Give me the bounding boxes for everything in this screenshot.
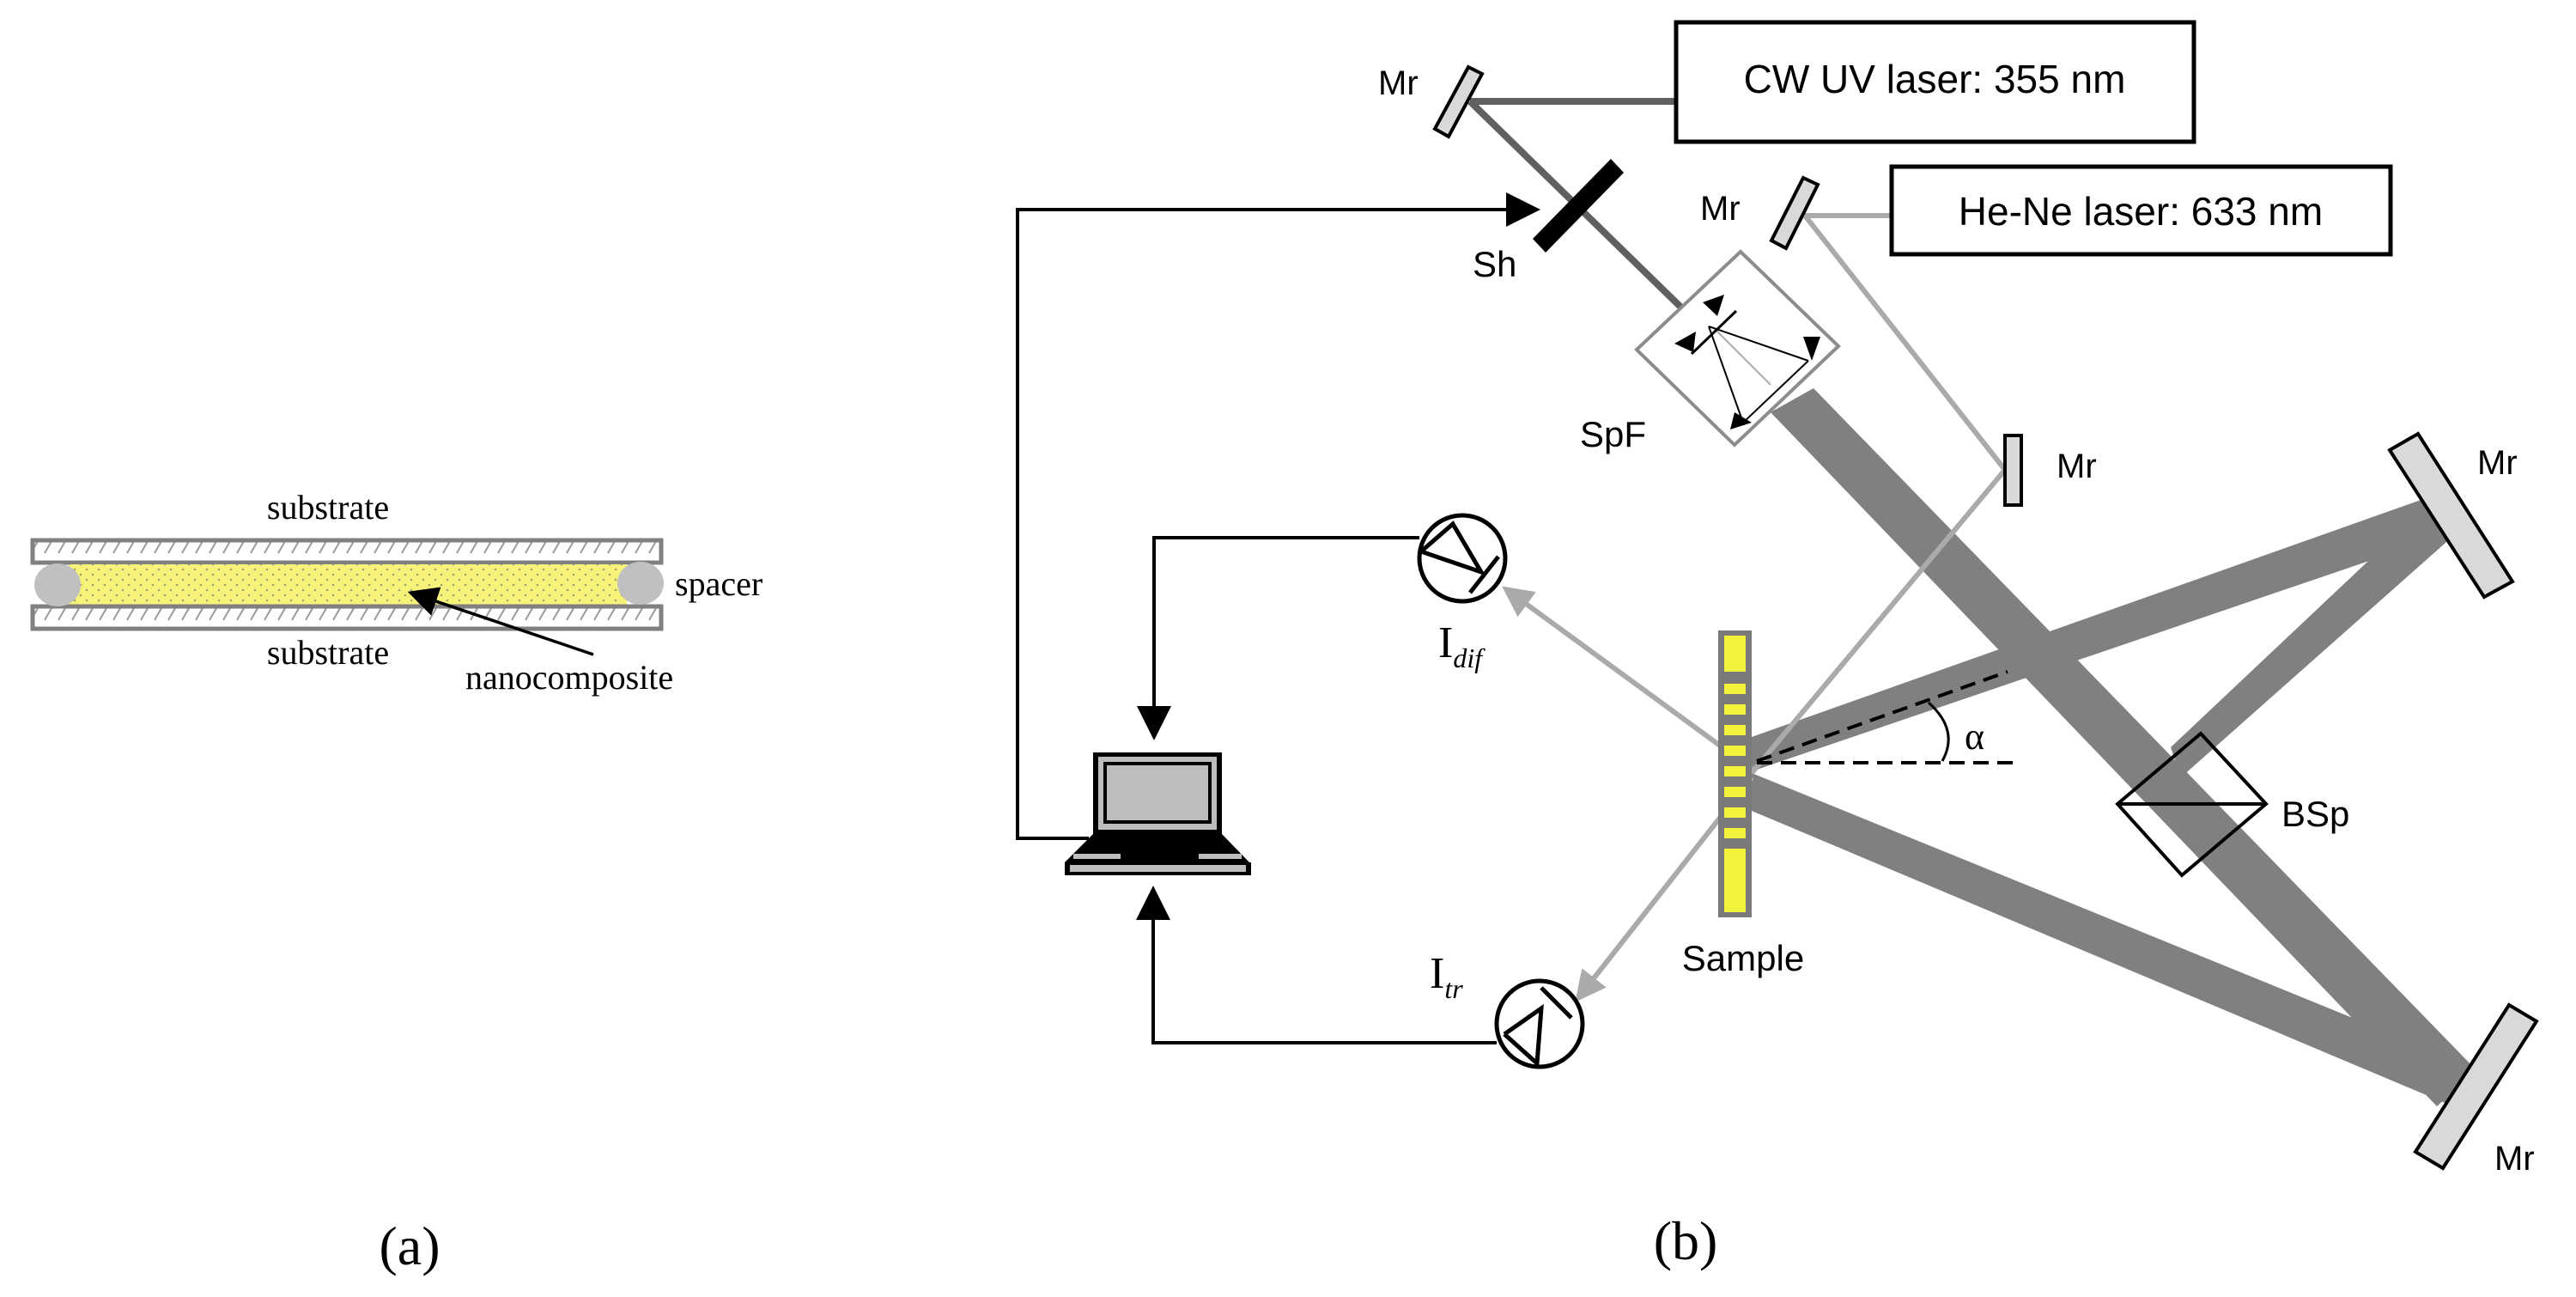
sample-grating-cell — [1724, 766, 1746, 776]
sample-grating-cell — [1724, 684, 1746, 694]
panel-b-optical-setup: CW UV laser: 355 nm He-Ne laser: 633 nm … — [1016, 20, 2539, 1271]
probe-beam-diffracted — [1502, 586, 1753, 771]
mirrors — [1432, 64, 2539, 1171]
laptop-computer-icon — [1065, 752, 1251, 875]
mirror-upper-right — [2387, 431, 2515, 600]
probe-beam-mirror-to-sample — [1749, 468, 2008, 775]
mirror-lower-right — [2413, 1002, 2539, 1171]
shutter — [1533, 159, 1624, 253]
sample-grating-cell — [1724, 725, 1746, 735]
label-spacer: spacer — [675, 564, 762, 603]
hene-laser: He-Ne laser: 633 nm — [1889, 164, 2393, 257]
spacer-right — [617, 562, 664, 605]
sample-grating-cell — [1724, 807, 1746, 818]
wire-detector-tr-to-laptop — [1136, 886, 1497, 1044]
sample-grating-cell — [1724, 746, 1746, 756]
label-detector-transmitted: Itr — [1430, 949, 1463, 1004]
caption-a: (a) — [379, 1215, 440, 1276]
label-substrate-bottom: substrate — [267, 633, 389, 672]
label-mirror-lower-right: Mr — [2494, 1140, 2535, 1178]
detector-transmitted — [1494, 978, 1585, 1069]
label-mirror-probe-1: Mr — [1700, 190, 1741, 228]
panel-a-cell-diagram: substrate substrate spacer nanocomposite… — [30, 488, 762, 1276]
sample-grating-cell — [1724, 828, 1746, 838]
uv-laser: CW UV laser: 355 nm — [1674, 20, 2196, 144]
sample-grating-cell — [1724, 849, 1746, 859]
spatial-filter — [1634, 249, 1841, 448]
sample-grating-cell — [1724, 787, 1746, 797]
label-beam-splitter: BSp — [2281, 794, 2349, 834]
sample-grating-cell — [1724, 636, 1746, 672]
hene-laser-label: He-Ne laser: 633 nm — [1959, 189, 2323, 234]
substrate-bottom — [30, 604, 664, 631]
mirror-probe-2 — [2003, 434, 2023, 507]
pump-beam-lower-mirror-to-sample — [1752, 773, 2464, 1105]
sample-grating-cell — [1724, 704, 1746, 715]
label-detector-diffracted: Idif — [1438, 618, 1485, 673]
mirror-uv — [1432, 64, 1485, 139]
wire-laptop-to-shutter — [1016, 192, 1540, 840]
label-mirror-uv: Mr — [1378, 64, 1419, 102]
pump-beam-bsp-to-upper-mirror — [2171, 493, 2461, 777]
label-sample: Sample — [1682, 938, 1804, 978]
label-nanocomposite: nanocomposite — [465, 658, 673, 697]
angle-beam-line — [1756, 670, 2008, 763]
nanocomposite-layer — [69, 564, 627, 606]
probe-beam-mirror-to-mirror — [1802, 214, 2008, 472]
angle-arc — [1928, 701, 1950, 762]
label-mirror-probe-2: Mr — [2057, 448, 2097, 485]
uv-laser-label: CW UV laser: 355 nm — [1744, 57, 2126, 101]
pump-beams — [1752, 388, 2476, 1106]
label-spatial-filter: SpF — [1580, 414, 1646, 454]
nanocomposite-pointer-arrow — [407, 587, 594, 656]
wire-detector-dif-to-laptop — [1137, 536, 1419, 740]
mirror-probe-1 — [1769, 175, 1820, 251]
substrate-top — [30, 538, 664, 565]
spacer-left — [34, 563, 81, 606]
beam-splitter — [2115, 731, 2269, 878]
label-shutter: Sh — [1473, 244, 1516, 284]
sample-grating-cell — [1724, 859, 1746, 912]
probe-beams — [1502, 213, 2008, 1002]
label-substrate-top: substrate — [267, 488, 389, 527]
label-angle: α — [1965, 715, 1984, 758]
sample — [1718, 630, 1752, 917]
label-mirror-upper-right: Mr — [2477, 444, 2518, 482]
signal-wires — [1016, 192, 1540, 1044]
detector-diffracted — [1417, 513, 1508, 604]
pump-beam-main — [1771, 388, 2476, 1106]
caption-b: (b) — [1654, 1210, 1718, 1271]
